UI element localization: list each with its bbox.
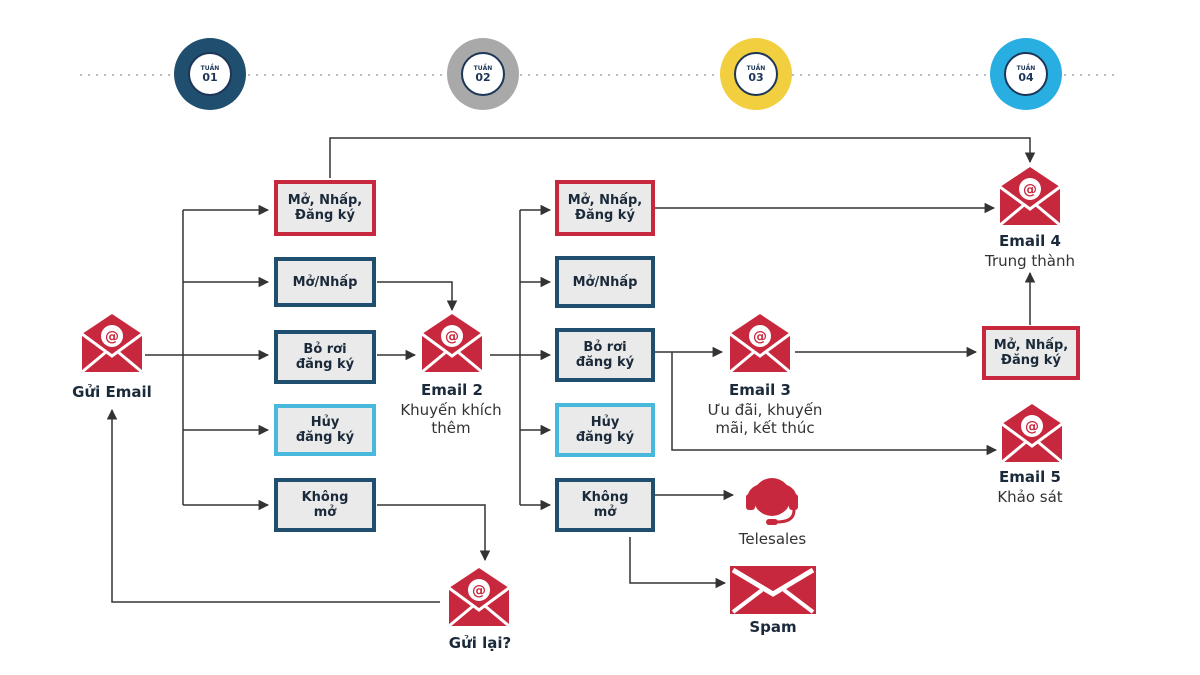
email-at-icon: @ — [421, 314, 483, 374]
week2-box-abandoned: Bỏ rơi đăng ký — [555, 328, 655, 382]
week-2-label: TUẦN — [473, 64, 493, 72]
email-at-icon: @ — [1001, 404, 1063, 464]
email3-title: Email 3 — [729, 381, 791, 399]
envelope-icon — [730, 566, 816, 614]
arrow-khong-mo-to-resend — [377, 504, 491, 562]
week2-box-unsubscribe: Hủy đăng ký — [555, 403, 655, 457]
arrow-resend-to-send — [106, 408, 440, 603]
week1-box-unsubscribe: Hủy đăng ký — [274, 404, 376, 456]
week3-box-open-click-register: Mở, Nhấp, Đăng ký — [982, 326, 1080, 380]
arrow-bo-roi-to-email5 — [671, 352, 998, 456]
svg-text:@: @ — [1023, 182, 1037, 198]
week1-box-abandoned: Bỏ rơi đăng ký — [274, 330, 376, 384]
svg-text:@: @ — [472, 583, 486, 599]
email-at-icon: @ — [999, 167, 1061, 227]
week1-box-open-click-register: Mở, Nhấp, Đăng ký — [274, 180, 376, 236]
email5-subtitle: Khảo sát — [997, 488, 1063, 506]
week1-box-open-click: Mở/Nhấp — [274, 257, 376, 307]
week-4-number: 04 — [1018, 70, 1034, 84]
email4-subtitle: Trung thành — [984, 252, 1076, 270]
week-3-label: TUẦN — [746, 64, 766, 72]
email5-title: Email 5 — [999, 468, 1061, 486]
arrow-khong-mo-to-spam — [629, 537, 727, 589]
svg-text:@: @ — [1025, 419, 1039, 435]
email-at-icon: @ — [81, 314, 143, 374]
svg-text:@: @ — [445, 329, 459, 345]
week2-box-not-opened: Không mở — [555, 478, 655, 532]
email-at-icon: @ — [448, 568, 510, 628]
send-email-title: Gửi Email — [72, 383, 152, 401]
week-1-label: TUẦN — [200, 64, 220, 72]
email2-subtitle: Khuyến khích thêm — [400, 401, 502, 437]
svg-text:@: @ — [105, 329, 119, 345]
week-3-number: 03 — [748, 70, 764, 84]
email2-title: Email 2 — [421, 381, 483, 399]
arrow-week1-to-email4 — [329, 137, 1036, 178]
resend-title: Gửi lại? — [448, 634, 512, 652]
week2-box-open-click: Mở/Nhấp — [555, 256, 655, 308]
week-4-label: TUẦN — [1016, 64, 1036, 72]
telesales-label: Telesales — [738, 530, 807, 548]
email-at-icon: @ — [729, 314, 791, 374]
spam-label: Spam — [749, 618, 797, 636]
week-2-number: 02 — [475, 70, 491, 84]
arrow-mo-nhap-to-email2 — [377, 281, 458, 312]
email4-title: Email 4 — [999, 232, 1061, 250]
week-1-number: 01 — [202, 70, 218, 84]
svg-text:@: @ — [753, 329, 767, 345]
headset-icon — [746, 478, 798, 525]
week2-box-open-click-register: Mở, Nhấp, Đăng ký — [555, 180, 655, 236]
week1-box-not-opened: Không mở — [274, 478, 376, 532]
email3-subtitle: Ưu đãi, khuyến mãi, kết thúc — [707, 401, 823, 437]
